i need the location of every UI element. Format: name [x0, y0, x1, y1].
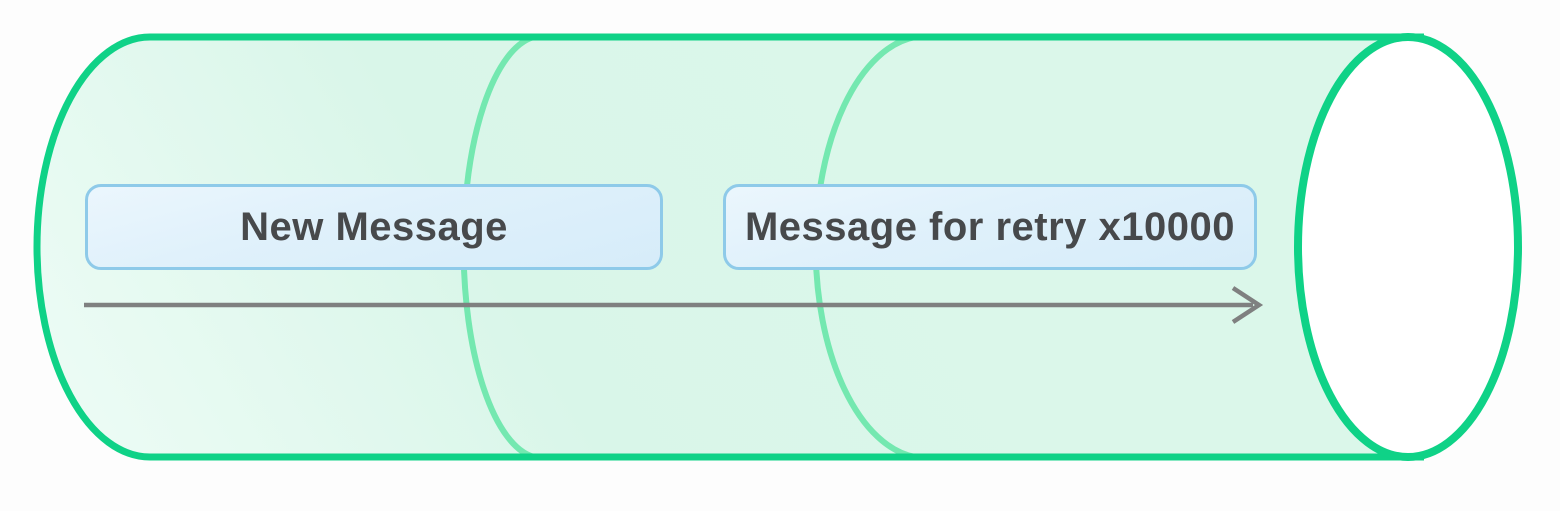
- cylinder-body: [37, 37, 1408, 457]
- flow-arrow-head-icon: [1231, 286, 1264, 324]
- message-box-retry: Message for retry x10000: [723, 184, 1257, 270]
- message-box-new: New Message: [85, 184, 663, 270]
- message-new-label: New Message: [240, 204, 508, 249]
- cylinder-outline: [33, 33, 1424, 461]
- cylinder-opening: [1294, 33, 1522, 461]
- message-retry-label: Message for retry x10000: [744, 204, 1236, 249]
